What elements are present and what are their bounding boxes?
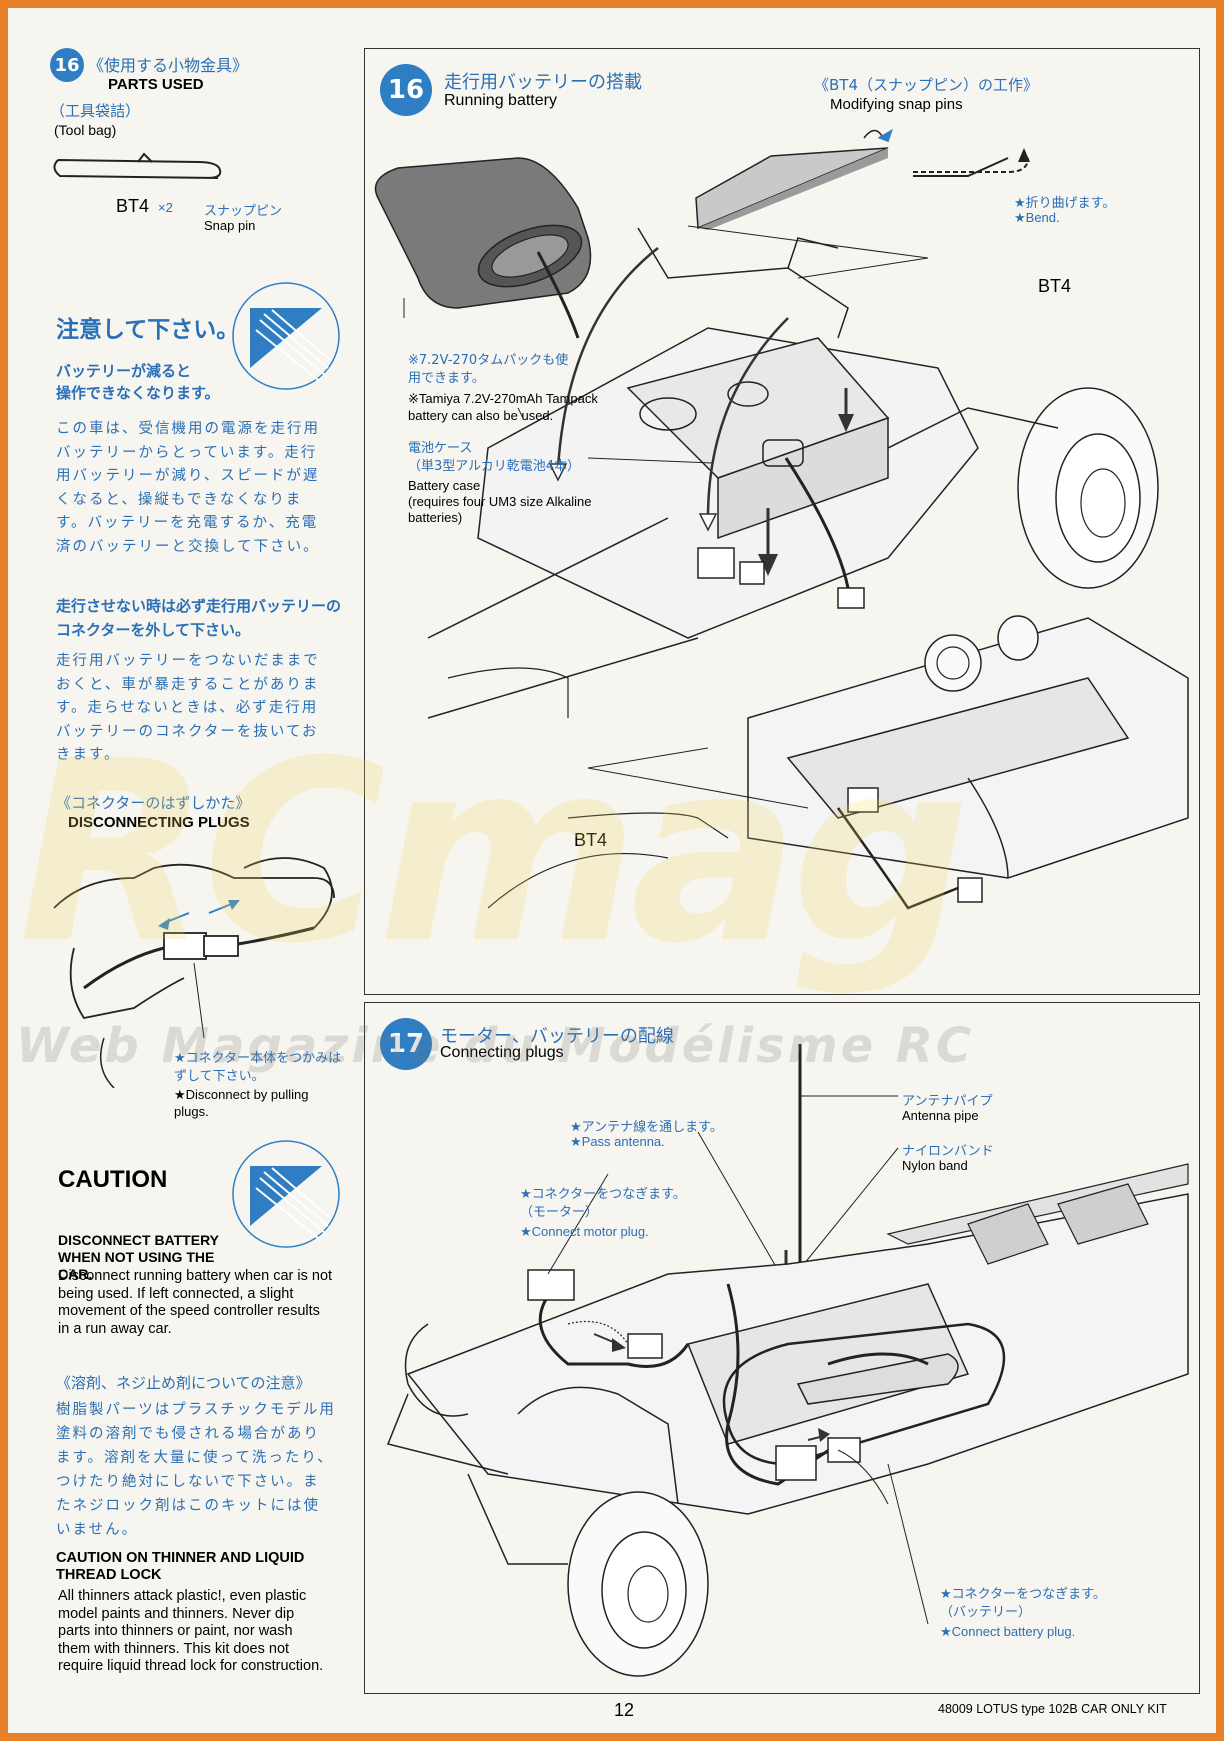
caution-arrow-icon (232, 1140, 340, 1248)
battery-plug-jp: ★コネクターをつなぎます。 （バッテリー） (940, 1587, 1106, 1620)
bt4-name-jp: スナップピン (204, 204, 283, 219)
attention-title: 注意して下さい。 (56, 317, 240, 343)
caution-sub: DISCONNECT BATTERY WHEN NOT USING THE CA… (58, 1232, 219, 1282)
toolbag-en: (Tool bag) (54, 122, 117, 138)
bt4-label-bottom: BT4 (574, 830, 608, 850)
snap-pin-illustration (53, 152, 222, 179)
disconnect-note-jp: ★コネクター本体をつかみはずして下さい。 (174, 1051, 342, 1084)
step17-title-en: Connecting plugs (440, 1044, 564, 1061)
antenna-pipe-jp: アンテナパイプ (902, 1094, 993, 1109)
step-badge-16: 16 (380, 64, 432, 116)
attention-sub: バッテリーが減ると 操作できなくなります。 (56, 362, 220, 402)
step-badge-16-small: 16 (50, 48, 84, 82)
pass-antenna-en: ★Pass antenna. (570, 1134, 665, 1149)
step17-badge-wrap: 17 (380, 1018, 432, 1070)
solvent-jp-title: 《溶剤、ネジ止め剤についての注意》 (56, 1374, 311, 1392)
attention-arrow-icon (232, 282, 340, 390)
step16-parts-header: 16 (50, 48, 84, 82)
bt4-label-top: BT4 (1038, 276, 1072, 296)
step16-badge-wrap: 16 (380, 64, 432, 116)
snap-pin-title-jp: 《BT4（スナップピン）の工作》 (814, 76, 1038, 94)
disconnect-jp: 《コネクターのはずしかた》 (56, 794, 251, 812)
bend-note-en: ★Bend. (1014, 210, 1060, 225)
antenna-pipe-en: Antenna pipe (902, 1108, 979, 1123)
nylon-band-en: Nylon band (902, 1158, 968, 1173)
nylon-band-jp: ナイロンバンド (902, 1144, 994, 1159)
caution-title: CAUTION (58, 1166, 168, 1193)
bend-note-jp: ★折り曲げます。 (1014, 196, 1116, 211)
page-number: 12 (614, 1700, 635, 1720)
bt4-name-en: Snap pin (204, 218, 256, 233)
disconnect-note-en: ★Disconnect by pulling plugs. (174, 1087, 309, 1119)
attention-body: この車は、受信機用の電源を走行用バッテリーからとっています。走行用バッテリーが減… (56, 421, 320, 555)
bt4-code: BT4 (116, 196, 150, 216)
battery-plug-en: ★Connect battery plug. (940, 1624, 1076, 1639)
step-badge-17: 17 (380, 1018, 432, 1070)
snap-pin-title-en: Modifying snap pins (830, 96, 963, 113)
step17-panel (364, 1002, 1200, 1694)
attention-body2: 走行用バッテリーをつないだままでおくと、車が暴走することがあります。走らせないと… (56, 653, 320, 763)
tampack-note-jp: ※7.2V-270タムパックも使用できます。 (408, 353, 569, 386)
thinner-body: All thinners attack plastic!, even plast… (58, 1588, 324, 1674)
disconnect-en: DISCONNECTING PLUGS (68, 814, 250, 831)
solvent-jp-body: 樹脂製パーツはプラスチックモデル用塗料の溶剤でも侵される場合があります。溶剤を大… (56, 1402, 336, 1538)
kit-name: 48009 LOTUS type 102B CAR ONLY KIT (938, 1702, 1167, 1716)
step17-illustration (386, 1044, 1189, 1677)
step16-title-en: Running battery (444, 92, 557, 109)
step16-panel (364, 48, 1200, 995)
step16-title-jp: 走行用バッテリーの搭載 (444, 72, 642, 93)
caution-body: Disconnect running battery when car is n… (58, 1268, 333, 1337)
disconnect-plugs-illustration (53, 857, 335, 1088)
step16-illustration (374, 128, 1189, 910)
left-column: 16 《使用する小物金具》 PARTS USED （工具袋詰） (Tool ba… (8, 8, 348, 1733)
battery-case-jp: 電池ケース （単3型アルカリ乾電池4本） (408, 441, 581, 474)
pass-antenna-jp: ★アンテナ線を通します。 (570, 1120, 723, 1135)
parts-used-jp: 《使用する小物金具》 (88, 56, 249, 75)
attention-sub2: 走行させない時は必ず走行用バッテリーのコネクターを外して下さい。 (56, 597, 342, 639)
parts-used-en: PARTS USED (108, 76, 204, 93)
toolbag-jp: （工具袋詰） (50, 102, 141, 120)
tampack-note-en: ※Tamiya 7.2V-270mAh Tampack battery can … (408, 391, 598, 423)
battery-case-en: Battery case (requires four UM3 size Alk… (408, 478, 592, 525)
bt4-qty: ×2 (158, 200, 173, 215)
motor-plug-en: ★Connect motor plug. (520, 1224, 649, 1239)
motor-plug-jp: ★コネクターをつなぎます。 （モーター） (520, 1187, 686, 1220)
thinner-title: CAUTION ON THINNER AND LIQUID THREAD LOC… (56, 1550, 305, 1583)
step17-title-jp: モーター、バッテリーの配線 (440, 1026, 674, 1047)
